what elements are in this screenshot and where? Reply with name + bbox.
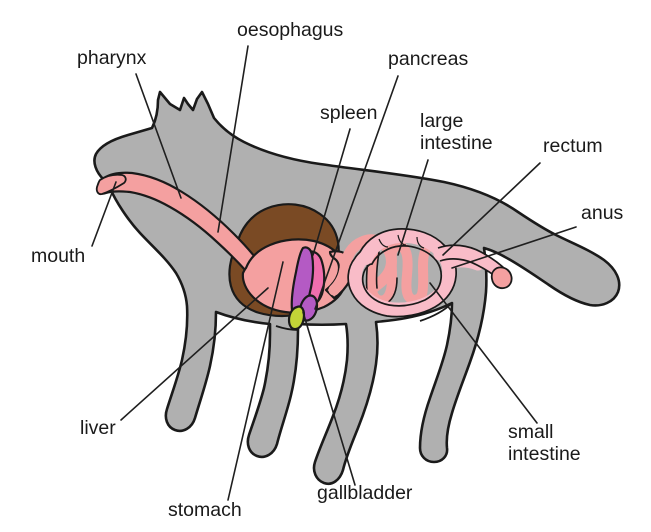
leader-line-mouth	[91, 181, 117, 247]
label-pancreas: pancreas	[388, 48, 468, 70]
label-small-intestine-line2: intestine	[508, 443, 581, 465]
large-intestine-ring-inner-stroke	[361, 245, 443, 307]
leader-line-stomach	[227, 261, 284, 501]
large-intestine-ring-outer-stroke	[347, 228, 457, 318]
anus-opening	[490, 266, 513, 290]
gallbladder-organ	[287, 305, 306, 331]
leader-line-pancreas	[314, 75, 399, 310]
hind-leg-separation	[419, 302, 453, 322]
large-intestine-haustra	[378, 234, 425, 249]
label-anus: anus	[581, 202, 624, 224]
label-pharynx: pharynx	[77, 47, 147, 69]
leader-line-rectum	[442, 162, 541, 256]
rectum-tube-stroke	[437, 244, 507, 271]
label-gallbladder: gallbladder	[317, 482, 413, 504]
rectum-organ	[433, 244, 513, 290]
label-liver: liver	[80, 417, 116, 439]
leader-line-anus	[451, 226, 577, 269]
label-spleen: spleen	[320, 102, 377, 124]
leader-line-oesophagus	[217, 45, 249, 233]
label-large-intestine-line1: large	[420, 110, 463, 132]
label-small-intestine-line1: small	[508, 421, 554, 443]
leader-line-small-intestine	[429, 282, 538, 424]
leader-lines-group	[91, 45, 577, 501]
label-mouth: mouth	[31, 245, 85, 267]
leader-line-spleen	[312, 128, 351, 256]
leader-line-large-intestine	[397, 159, 429, 256]
leader-line-liver	[120, 287, 269, 421]
labels-group: oesophagus pharynx pancreas spleen large…	[31, 19, 624, 521]
label-stomach: stomach	[168, 499, 242, 521]
label-rectum: rectum	[543, 135, 603, 157]
leader-line-gallbladder	[302, 311, 356, 486]
leader-line-pharynx	[135, 73, 182, 199]
large-intestine-ring-fill	[348, 228, 457, 317]
label-oesophagus: oesophagus	[237, 19, 344, 41]
mouth-region	[95, 173, 127, 196]
label-large-intestine-line2: intestine	[420, 132, 493, 154]
